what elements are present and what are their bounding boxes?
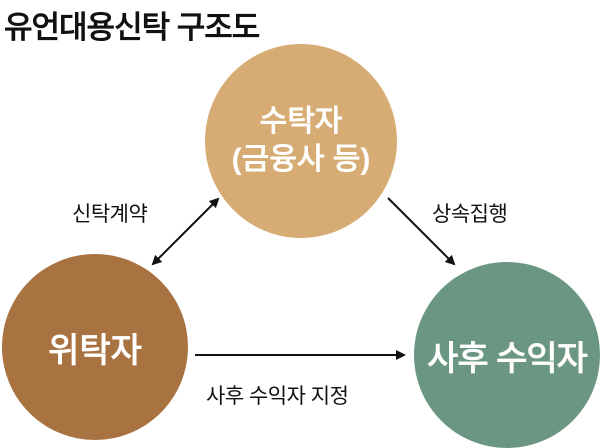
trust-contract-label: 신탁계약: [72, 203, 148, 226]
settlor-node: 위탁자: [2, 254, 188, 440]
diagram-title: 유언대용신탁 구조도: [4, 10, 260, 45]
inheritance-execution-label: 상속집행: [432, 203, 508, 226]
inheritance-execution-arrow: [387, 197, 456, 266]
trustee-label: 수탁자: [259, 105, 343, 138]
beneficiary-label: 사후 수익자: [427, 339, 588, 378]
trustee-sublabel: (금융사 등): [231, 143, 371, 176]
settlor-label: 위탁자: [48, 331, 142, 370]
beneficiary-node: 사후 수익자: [414, 262, 600, 448]
arrows: [151, 197, 456, 360]
beneficiary-designation-label: 사후 수익자 지정: [206, 385, 349, 408]
trustee-node: 수탁자 (금융사 등): [205, 44, 397, 238]
trust-contract-arrow: [151, 197, 220, 266]
